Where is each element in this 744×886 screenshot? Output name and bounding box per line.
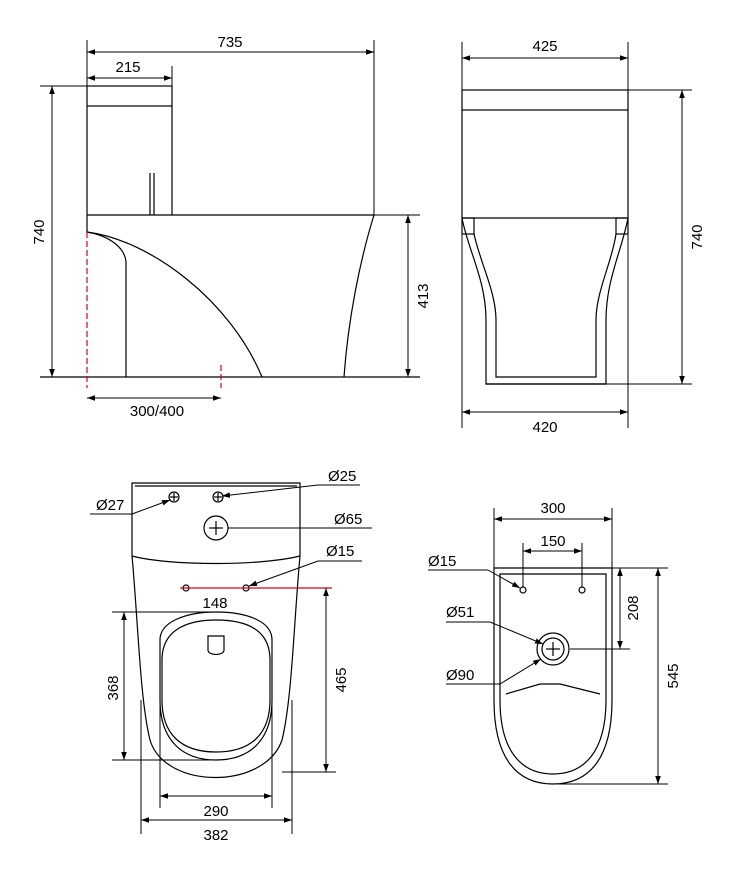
front-body-outer xyxy=(461,217,629,385)
label-outlet-outer: Ø90 xyxy=(446,667,474,684)
outlet-inner-icon xyxy=(541,637,565,661)
dim-bowl-opening-width: 290 xyxy=(203,803,228,820)
dim-front-base-width: 420 xyxy=(532,419,557,436)
front-body-inner xyxy=(473,233,617,378)
dim-front-height: 740 xyxy=(689,224,706,249)
side-trapway-curve xyxy=(86,231,263,378)
bottom-inner xyxy=(499,573,607,775)
dim-seat-hole-spacing: 148 xyxy=(202,595,227,612)
dim-base-length: 545 xyxy=(665,663,682,688)
front-tank xyxy=(461,110,629,219)
outlet-outer-icon xyxy=(536,632,570,666)
bottom-view: 300 150 Ø15 Ø51 Ø90 208 545 xyxy=(428,500,682,785)
top-drain xyxy=(207,635,225,656)
dim-side-tank-depth: 215 xyxy=(115,59,140,76)
dim-seat-to-front: 465 xyxy=(333,667,350,692)
side-tank xyxy=(86,85,173,107)
dim-side-length: 735 xyxy=(217,34,242,51)
dim-overall-width: 382 xyxy=(203,827,228,844)
dim-rear-width: 300 xyxy=(540,500,565,517)
label-hole-25: Ø25 xyxy=(328,468,356,485)
dim-side-height: 740 xyxy=(31,219,48,244)
dim-front-tank-width: 425 xyxy=(532,38,557,55)
dim-side-bowl-height: 413 xyxy=(415,283,432,308)
side-tank-body xyxy=(86,106,173,215)
front-view: 425 740 420 xyxy=(461,38,706,436)
label-flush-button: Ø65 xyxy=(334,511,362,528)
side-lid-step xyxy=(149,173,155,215)
top-view: Ø27 Ø25 Ø65 Ø15 148 368 465 290 382 xyxy=(90,468,372,844)
dim-rough-in: 300/400 xyxy=(130,403,184,420)
side-foot-curve xyxy=(86,231,127,377)
top-bowl-rim xyxy=(159,611,273,761)
label-hole-27: Ø27 xyxy=(96,497,124,514)
bottom-rib xyxy=(505,683,601,695)
label-bolt-hole: Ø15 xyxy=(428,553,456,570)
front-tank-lid xyxy=(461,89,629,111)
bolt-hole-left-icon xyxy=(519,586,527,594)
dim-bowl-opening-length: 368 xyxy=(105,675,122,700)
top-bowl-opening xyxy=(161,619,271,753)
hole-27-icon xyxy=(168,491,180,503)
bolt-hole-right-icon xyxy=(578,586,586,594)
top-body-outline xyxy=(131,555,301,778)
label-outlet-inner: Ø51 xyxy=(446,604,474,621)
label-seat-hole: Ø15 xyxy=(326,543,354,560)
top-tank xyxy=(131,482,301,565)
dim-outlet-offset: 208 xyxy=(625,595,642,620)
dim-bolt-spacing: 150 xyxy=(540,533,565,550)
side-view: 735 215 740 413 300/400 xyxy=(31,34,432,420)
side-body-front xyxy=(343,214,375,378)
